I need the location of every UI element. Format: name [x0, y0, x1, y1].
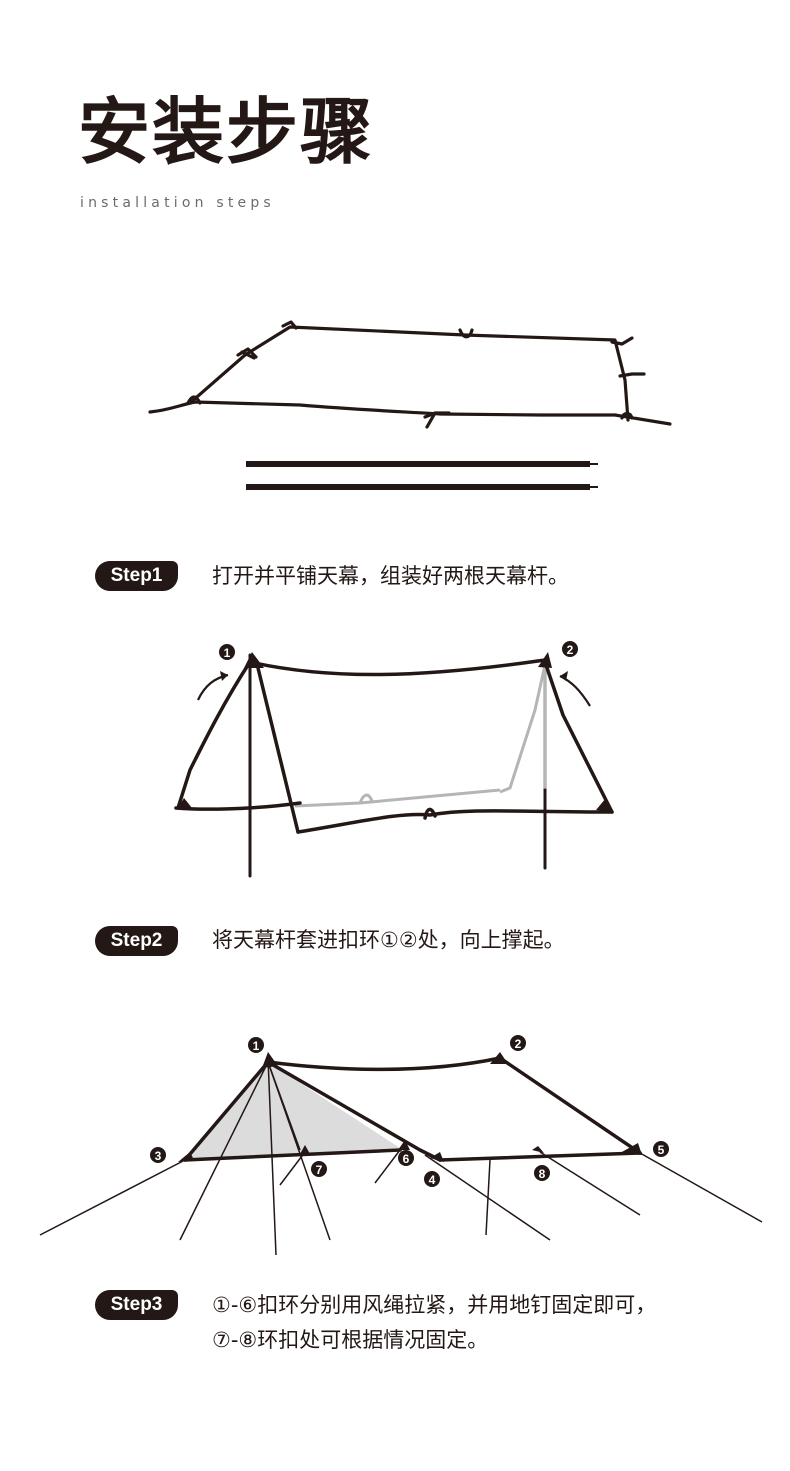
marker-6-text: 6 — [403, 1152, 410, 1166]
marker-1-label: 1 — [224, 646, 231, 660]
step2-badge: Step2 — [95, 926, 178, 956]
marker-5 — [653, 1141, 669, 1157]
pole-2 — [246, 484, 590, 490]
marker-7-text: 7 — [316, 1163, 323, 1177]
step1-badge: Step1 — [95, 561, 178, 591]
tarp-outline — [188, 325, 630, 422]
marker-2-text: 2 — [515, 1037, 522, 1051]
marker-1-text: 1 — [253, 1039, 260, 1053]
step3-markers — [150, 1035, 669, 1187]
marker-3 — [150, 1147, 166, 1163]
guy-lines — [39, 1057, 763, 1256]
marker-1 — [248, 1037, 264, 1053]
flat-tarp-illustration — [148, 320, 672, 490]
step2-illustration: 1 2 — [174, 641, 614, 878]
marker-1-step2 — [219, 644, 235, 660]
ridge-line — [248, 658, 547, 677]
step2-text: 将天幕杆套进扣环①②处，向上撑起。 — [212, 928, 565, 952]
shaded-panel — [185, 1062, 400, 1160]
tarp-bottom-edge — [148, 400, 672, 426]
page-subtitle: installation steps — [80, 195, 275, 211]
marker-3-text: 3 — [155, 1149, 162, 1163]
step1-text: 打开并平铺天幕，组装好两根天幕杆。 — [212, 564, 569, 588]
marker-2-step2 — [562, 641, 578, 657]
step3-text-line1: ①-⑥扣环分别用风绳拉紧，并用地钉固定即可， — [212, 1293, 657, 1317]
marker-8 — [534, 1165, 550, 1181]
hidden-edges — [294, 664, 547, 808]
tent-poles — [246, 461, 598, 490]
marker-5-text: 5 — [658, 1143, 665, 1157]
marker-7 — [311, 1161, 327, 1177]
marker-4 — [424, 1171, 440, 1187]
step3-text-line2: ⑦-⑧环扣处可根据情况固定。 — [212, 1328, 489, 1352]
marker-8-text: 8 — [539, 1167, 546, 1181]
pole-1 — [246, 461, 590, 467]
step3-badge: Step3 — [95, 1290, 178, 1320]
marker-6 — [398, 1150, 414, 1166]
marker-2-label: 2 — [567, 643, 574, 657]
step3-illustration: 1 2 3 4 5 6 7 8 — [39, 1035, 763, 1256]
marker-4-text: 4 — [429, 1173, 436, 1187]
marker-2 — [510, 1035, 526, 1051]
page-title: 安装步骤 — [78, 90, 375, 174]
